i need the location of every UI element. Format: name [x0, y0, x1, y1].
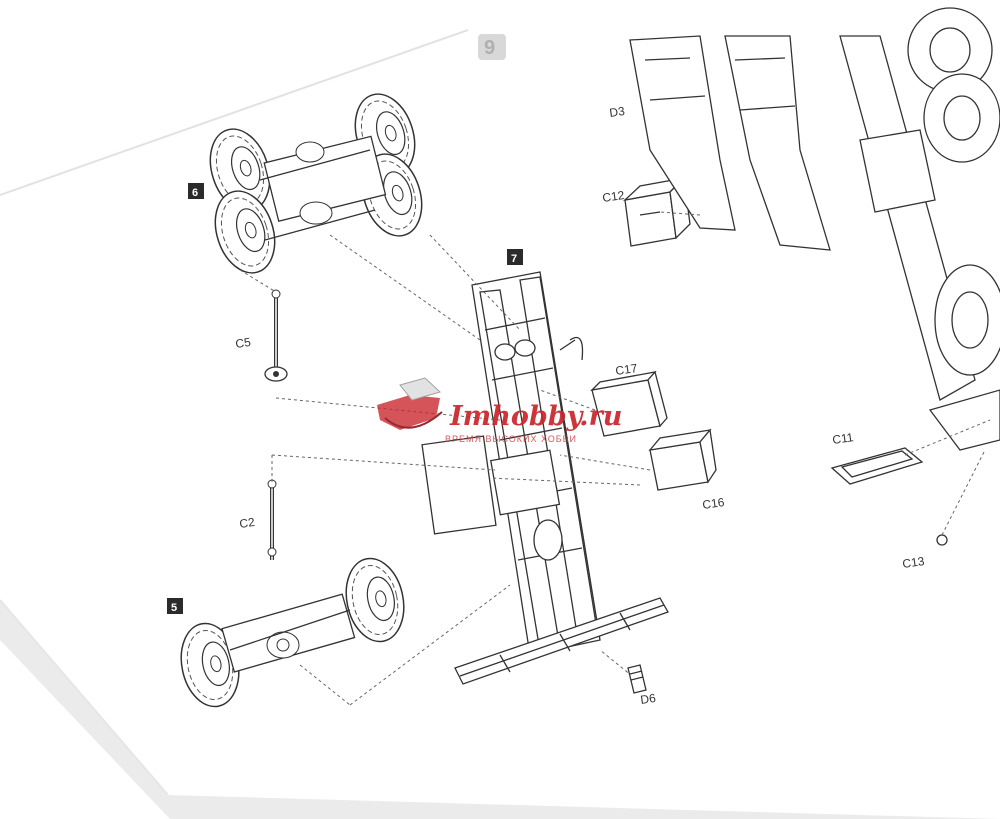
chassis-frame — [421, 271, 669, 685]
vehicle-assembly-right — [629, 7, 1000, 546]
label-c12: C12 — [601, 188, 625, 205]
part-labels: C5 C2 D3 C12 C17 C11 C16 C13 D6 — [234, 104, 925, 707]
step-badge-6: 6 — [188, 183, 204, 199]
part-box-c17 — [590, 370, 668, 437]
page-number-text: 9 — [484, 37, 495, 59]
label-c16: C16 — [701, 495, 725, 512]
label-c5: C5 — [234, 335, 251, 351]
watermark: Imhobby.ru ВРЕМЯ ВЫСОКИХ ХОББИ — [377, 377, 622, 444]
step-badge-7: 7 — [507, 249, 523, 265]
drive-shaft-c2 — [267, 479, 277, 560]
step-number-6: 6 — [192, 187, 198, 199]
watermark-brand: Imhobby.ru — [449, 401, 622, 432]
watermark-tagline: ВРЕМЯ ВЫСОКИХ ХОББИ — [445, 434, 577, 444]
label-c17: C17 — [614, 361, 638, 378]
assembly-guide-lines — [239, 211, 991, 706]
label-c11: C11 — [831, 430, 854, 447]
watermark-logo-icon — [377, 377, 443, 430]
step-number-7: 7 — [511, 253, 517, 265]
bolt-d6 — [627, 664, 647, 694]
label-d6: D6 — [639, 691, 656, 707]
page-number: 9 — [478, 34, 506, 60]
drive-shaft-c5 — [264, 289, 288, 382]
part-box-c16 — [648, 428, 717, 491]
step-number-5: 5 — [171, 602, 177, 614]
step-badge-5: 5 — [167, 598, 183, 614]
axle-assembly-5 — [173, 552, 412, 713]
label-c2: C2 — [238, 515, 255, 531]
label-c13: C13 — [901, 554, 925, 571]
label-d3: D3 — [608, 104, 625, 120]
axle-assembly-6 — [199, 85, 433, 282]
part-tray-c11 — [830, 447, 924, 485]
